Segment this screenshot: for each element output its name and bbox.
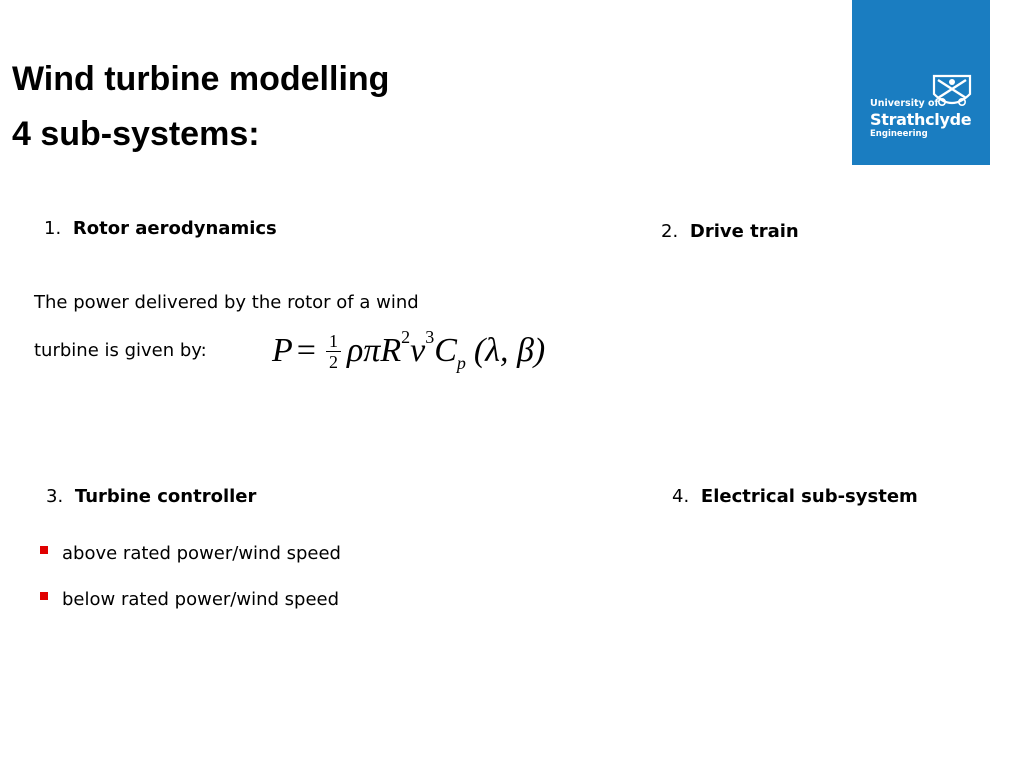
formula-equals: = <box>296 332 316 369</box>
formula-c-subscript: p <box>456 352 466 373</box>
formula-v: v <box>410 332 426 369</box>
section-drive-train: 2. Drive train <box>661 221 799 242</box>
formula-c: C <box>434 332 457 369</box>
rotor-text-line-2: turbine is given by: <box>34 340 207 361</box>
section-turbine-controller: 3. Turbine controller <box>46 486 256 507</box>
bullet-marker-icon <box>40 592 48 600</box>
logo-line-2: Strathclyde <box>870 110 972 129</box>
section-heading: Drive train <box>689 221 799 242</box>
section-number: 2. <box>661 221 679 242</box>
formula-r-exponent: 2 <box>401 326 411 347</box>
bullet-text: below rated power/wind speed <box>62 588 340 610</box>
list-item: below rated power/wind speed <box>40 576 341 622</box>
fraction-numerator: 1 <box>325 331 341 352</box>
formula-r: R <box>380 332 402 369</box>
logo-line-3: Engineering <box>870 129 928 139</box>
section-number: 4. <box>672 486 690 507</box>
formula-v-exponent: 3 <box>425 326 435 347</box>
logo-line-1: University of <box>870 98 939 109</box>
formula-lhs: P <box>272 332 293 369</box>
rotor-text-line-1: The power delivered by the rotor of a wi… <box>34 292 419 313</box>
section-heading: Turbine controller <box>74 486 257 507</box>
section-electrical-sub-system: 4. Electrical sub-system <box>672 486 918 507</box>
power-formula: P = 1 2 ρπ R 2 v 3 C p (λ, β) <box>272 326 545 376</box>
university-logo: University of Strathclyde Engineering <box>852 0 990 165</box>
formula-args: (λ, β) <box>473 332 546 369</box>
bullet-text: above rated power/wind speed <box>62 542 341 564</box>
section-number: 3. <box>46 486 64 507</box>
section-number: 1. <box>44 218 62 239</box>
section-heading: Rotor aerodynamics <box>72 218 277 239</box>
title-line-1: Wind turbine modelling <box>12 60 390 98</box>
bullet-marker-icon <box>40 546 48 554</box>
formula-rho-pi: ρπ <box>346 332 381 369</box>
slide-title: Wind turbine modelling 4 sub-systems: <box>12 52 389 162</box>
crest-icon <box>932 74 972 106</box>
title-line-2: 4 sub-systems: <box>12 115 260 153</box>
list-item: above rated power/wind speed <box>40 530 341 576</box>
section-heading: Electrical sub-system <box>700 486 918 507</box>
fraction-denominator: 2 <box>328 351 338 372</box>
controller-bullet-list: above rated power/wind speed below rated… <box>40 530 341 622</box>
section-rotor-aerodynamics: 1. Rotor aerodynamics <box>44 218 277 239</box>
formula-fraction: 1 2 <box>325 331 341 372</box>
